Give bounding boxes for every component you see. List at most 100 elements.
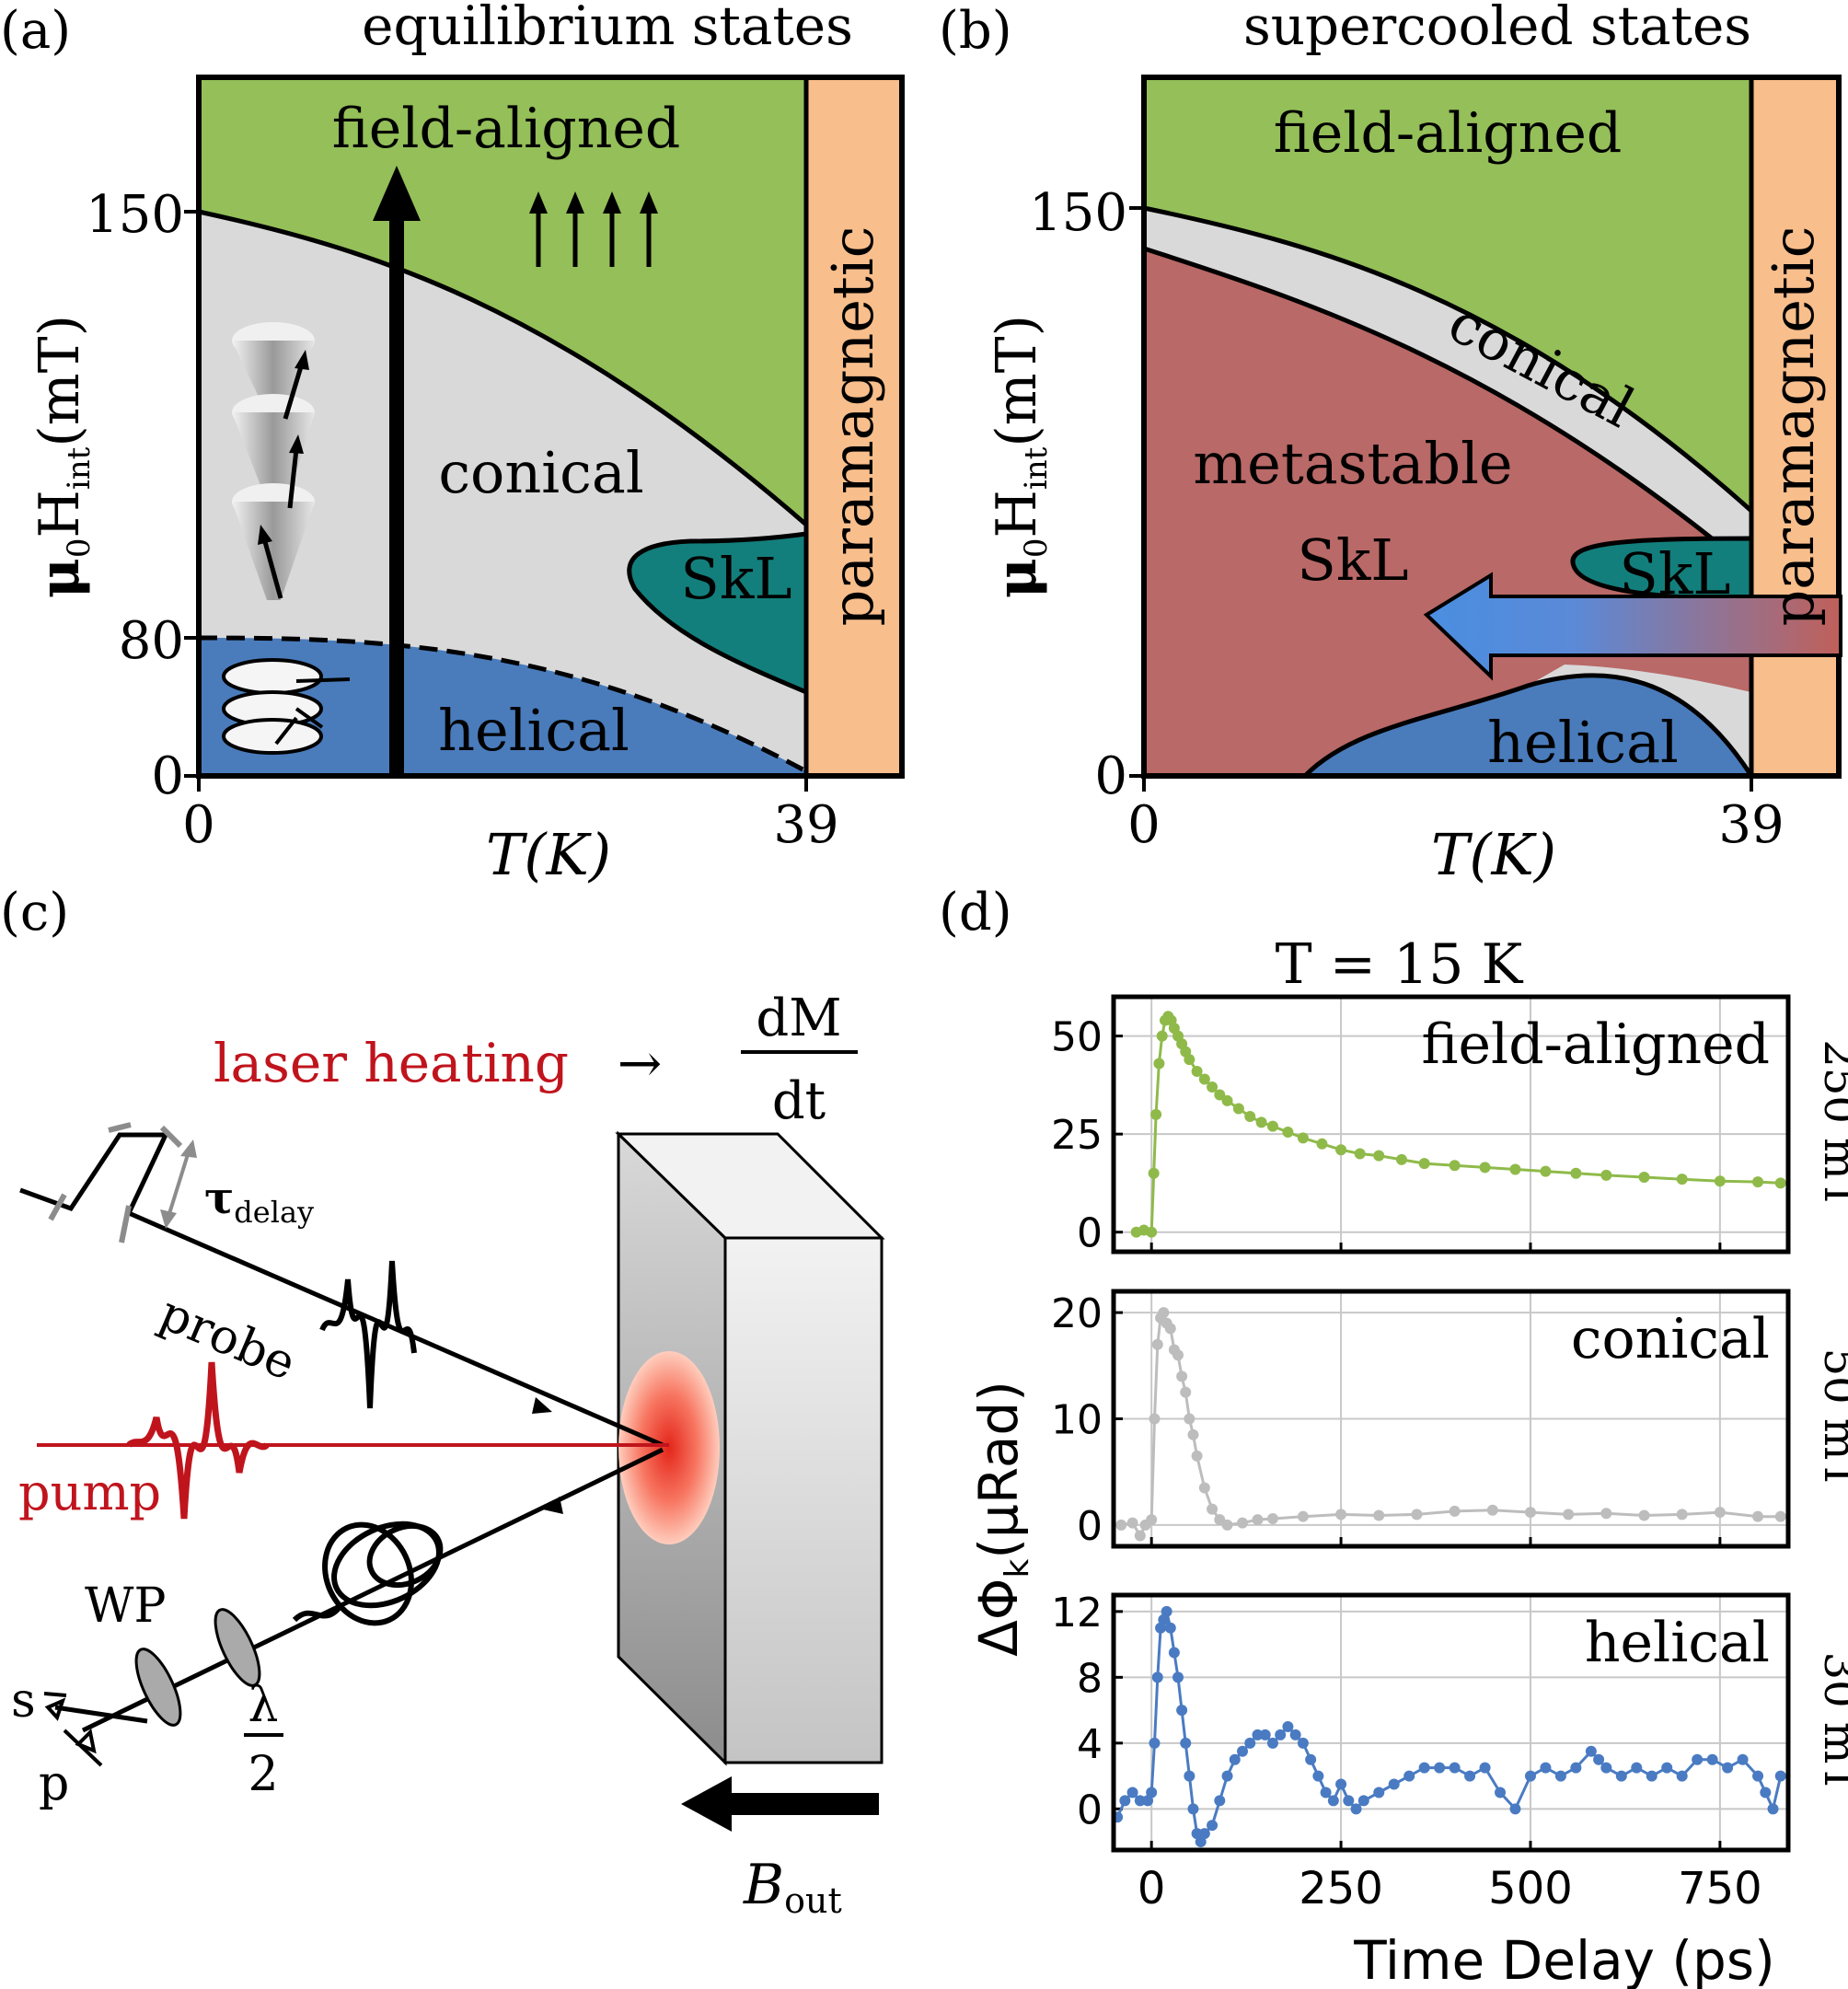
data-point (1164, 1323, 1176, 1335)
y-tick-label: 12 (1051, 1590, 1103, 1636)
data-point (1146, 1226, 1158, 1238)
data-point (1600, 1508, 1612, 1520)
data-point (1563, 1509, 1575, 1521)
panel-d-letter: (d) (939, 883, 1012, 942)
half-wave-plate (214, 1608, 261, 1687)
helical-region-b (1305, 675, 1751, 776)
data-point (1221, 1094, 1233, 1106)
data-point (1180, 1737, 1192, 1749)
data-point (1449, 1505, 1461, 1517)
panel-d-x-axis-label: Time Delay (ps) (1353, 1929, 1774, 1989)
data-point (1411, 1509, 1423, 1521)
data-point (1434, 1762, 1446, 1774)
data-point (1486, 1504, 1498, 1516)
data-point (1237, 1517, 1249, 1529)
data-point (1207, 1503, 1219, 1515)
y-tick-label: 8 (1077, 1655, 1103, 1702)
data-point (1126, 1787, 1138, 1798)
data-point (1244, 1110, 1256, 1122)
data-point (1464, 1770, 1476, 1782)
field-aligned-label-b: field-aligned (1274, 101, 1623, 166)
data-point (1774, 1770, 1786, 1782)
data-point (1600, 1762, 1612, 1774)
data-point (1418, 1158, 1430, 1170)
metastable-label: metastable (1193, 430, 1512, 497)
data-point (1335, 1778, 1347, 1790)
data-point (1312, 1770, 1324, 1782)
data-point (1418, 1762, 1430, 1774)
data-point (1570, 1167, 1582, 1179)
x-tick-0: 0 (182, 795, 215, 855)
data-point (1373, 1509, 1385, 1521)
data-point (1266, 1737, 1278, 1749)
arrow-label: → (618, 1032, 663, 1094)
data-point (1585, 1745, 1597, 1757)
data-point (1255, 1116, 1267, 1128)
conical-region (199, 212, 806, 776)
helical-region (199, 638, 806, 776)
data-point (1282, 1127, 1294, 1139)
x-axis-label-b: T(K) (1431, 821, 1556, 888)
x-axis-label: T(K) (486, 821, 611, 888)
series-label: field-aligned (1421, 1012, 1770, 1077)
wp-label: WP (85, 1578, 166, 1634)
y-tick-150-b: 150 (1029, 183, 1127, 243)
metastable-skl-label: SkL (1297, 526, 1408, 594)
panel-c-letter: (c) (0, 883, 69, 942)
data-point (1198, 1073, 1210, 1085)
data-point (1354, 1148, 1366, 1160)
panel-b-letter: (b) (939, 1, 1012, 61)
data-point (1297, 1510, 1309, 1522)
data-point (1207, 1820, 1219, 1832)
skl-label: SkL (680, 545, 791, 612)
data-point (1676, 1174, 1688, 1185)
data-point (1176, 1705, 1188, 1717)
data-point (1615, 1770, 1627, 1782)
data-point (1184, 1770, 1195, 1782)
data-point (1191, 1828, 1203, 1840)
lambda-label: λ (248, 1678, 279, 1733)
y-axis-label-b: μ0Hint(mT) (985, 315, 1055, 598)
data-point (1661, 1762, 1673, 1774)
data-point (1148, 1167, 1160, 1179)
data-point (1252, 1514, 1264, 1526)
data-point (1149, 1413, 1161, 1425)
helical-spin-icon (222, 658, 351, 755)
data-point (1191, 1450, 1203, 1462)
data-point (1289, 1729, 1301, 1740)
data-point (1316, 1138, 1328, 1150)
y-tick-150: 150 (86, 185, 184, 245)
data-point (1692, 1753, 1704, 1765)
y-axis-label: μ0Hint(mT) (28, 315, 98, 598)
b-out-label: Bout (743, 1853, 842, 1921)
data-point (1524, 1770, 1536, 1782)
data-point (1119, 1795, 1131, 1807)
y-tick-0-b: 0 (1094, 746, 1127, 806)
detector-p (63, 1728, 103, 1767)
data-point (1266, 1512, 1278, 1524)
pump-pulse (126, 1361, 270, 1520)
data-point (1760, 1787, 1772, 1798)
conical-label: conical (438, 439, 643, 506)
data-point (1187, 1428, 1199, 1440)
data-point (1706, 1753, 1718, 1765)
data-point (1156, 1030, 1168, 1042)
y-tick-label: 25 (1051, 1112, 1103, 1159)
data-point (1774, 1177, 1786, 1189)
series-label: helical (1585, 1611, 1770, 1675)
field-label: 30 mT (1814, 1652, 1848, 1794)
data-point (1676, 1770, 1688, 1782)
data-point (1168, 1647, 1180, 1659)
dm-label: dM (756, 989, 841, 1048)
y-tick-label: 10 (1051, 1397, 1103, 1444)
laser-heating-label: laser heating (214, 1032, 569, 1094)
data-point (1266, 1120, 1278, 1132)
data-point (1172, 1349, 1184, 1361)
data-point (1150, 1108, 1162, 1120)
y-tick-0: 0 (151, 746, 184, 806)
x-tick-label: 0 (1138, 1863, 1166, 1914)
data-point (1388, 1778, 1400, 1790)
s-label: s (11, 1673, 36, 1729)
panel-a-title: equilibrium states (362, 0, 853, 57)
panel-d: (d) T = 15 K Time Delay (ps) ΔΦk(μRad) 0… (939, 883, 1848, 1989)
